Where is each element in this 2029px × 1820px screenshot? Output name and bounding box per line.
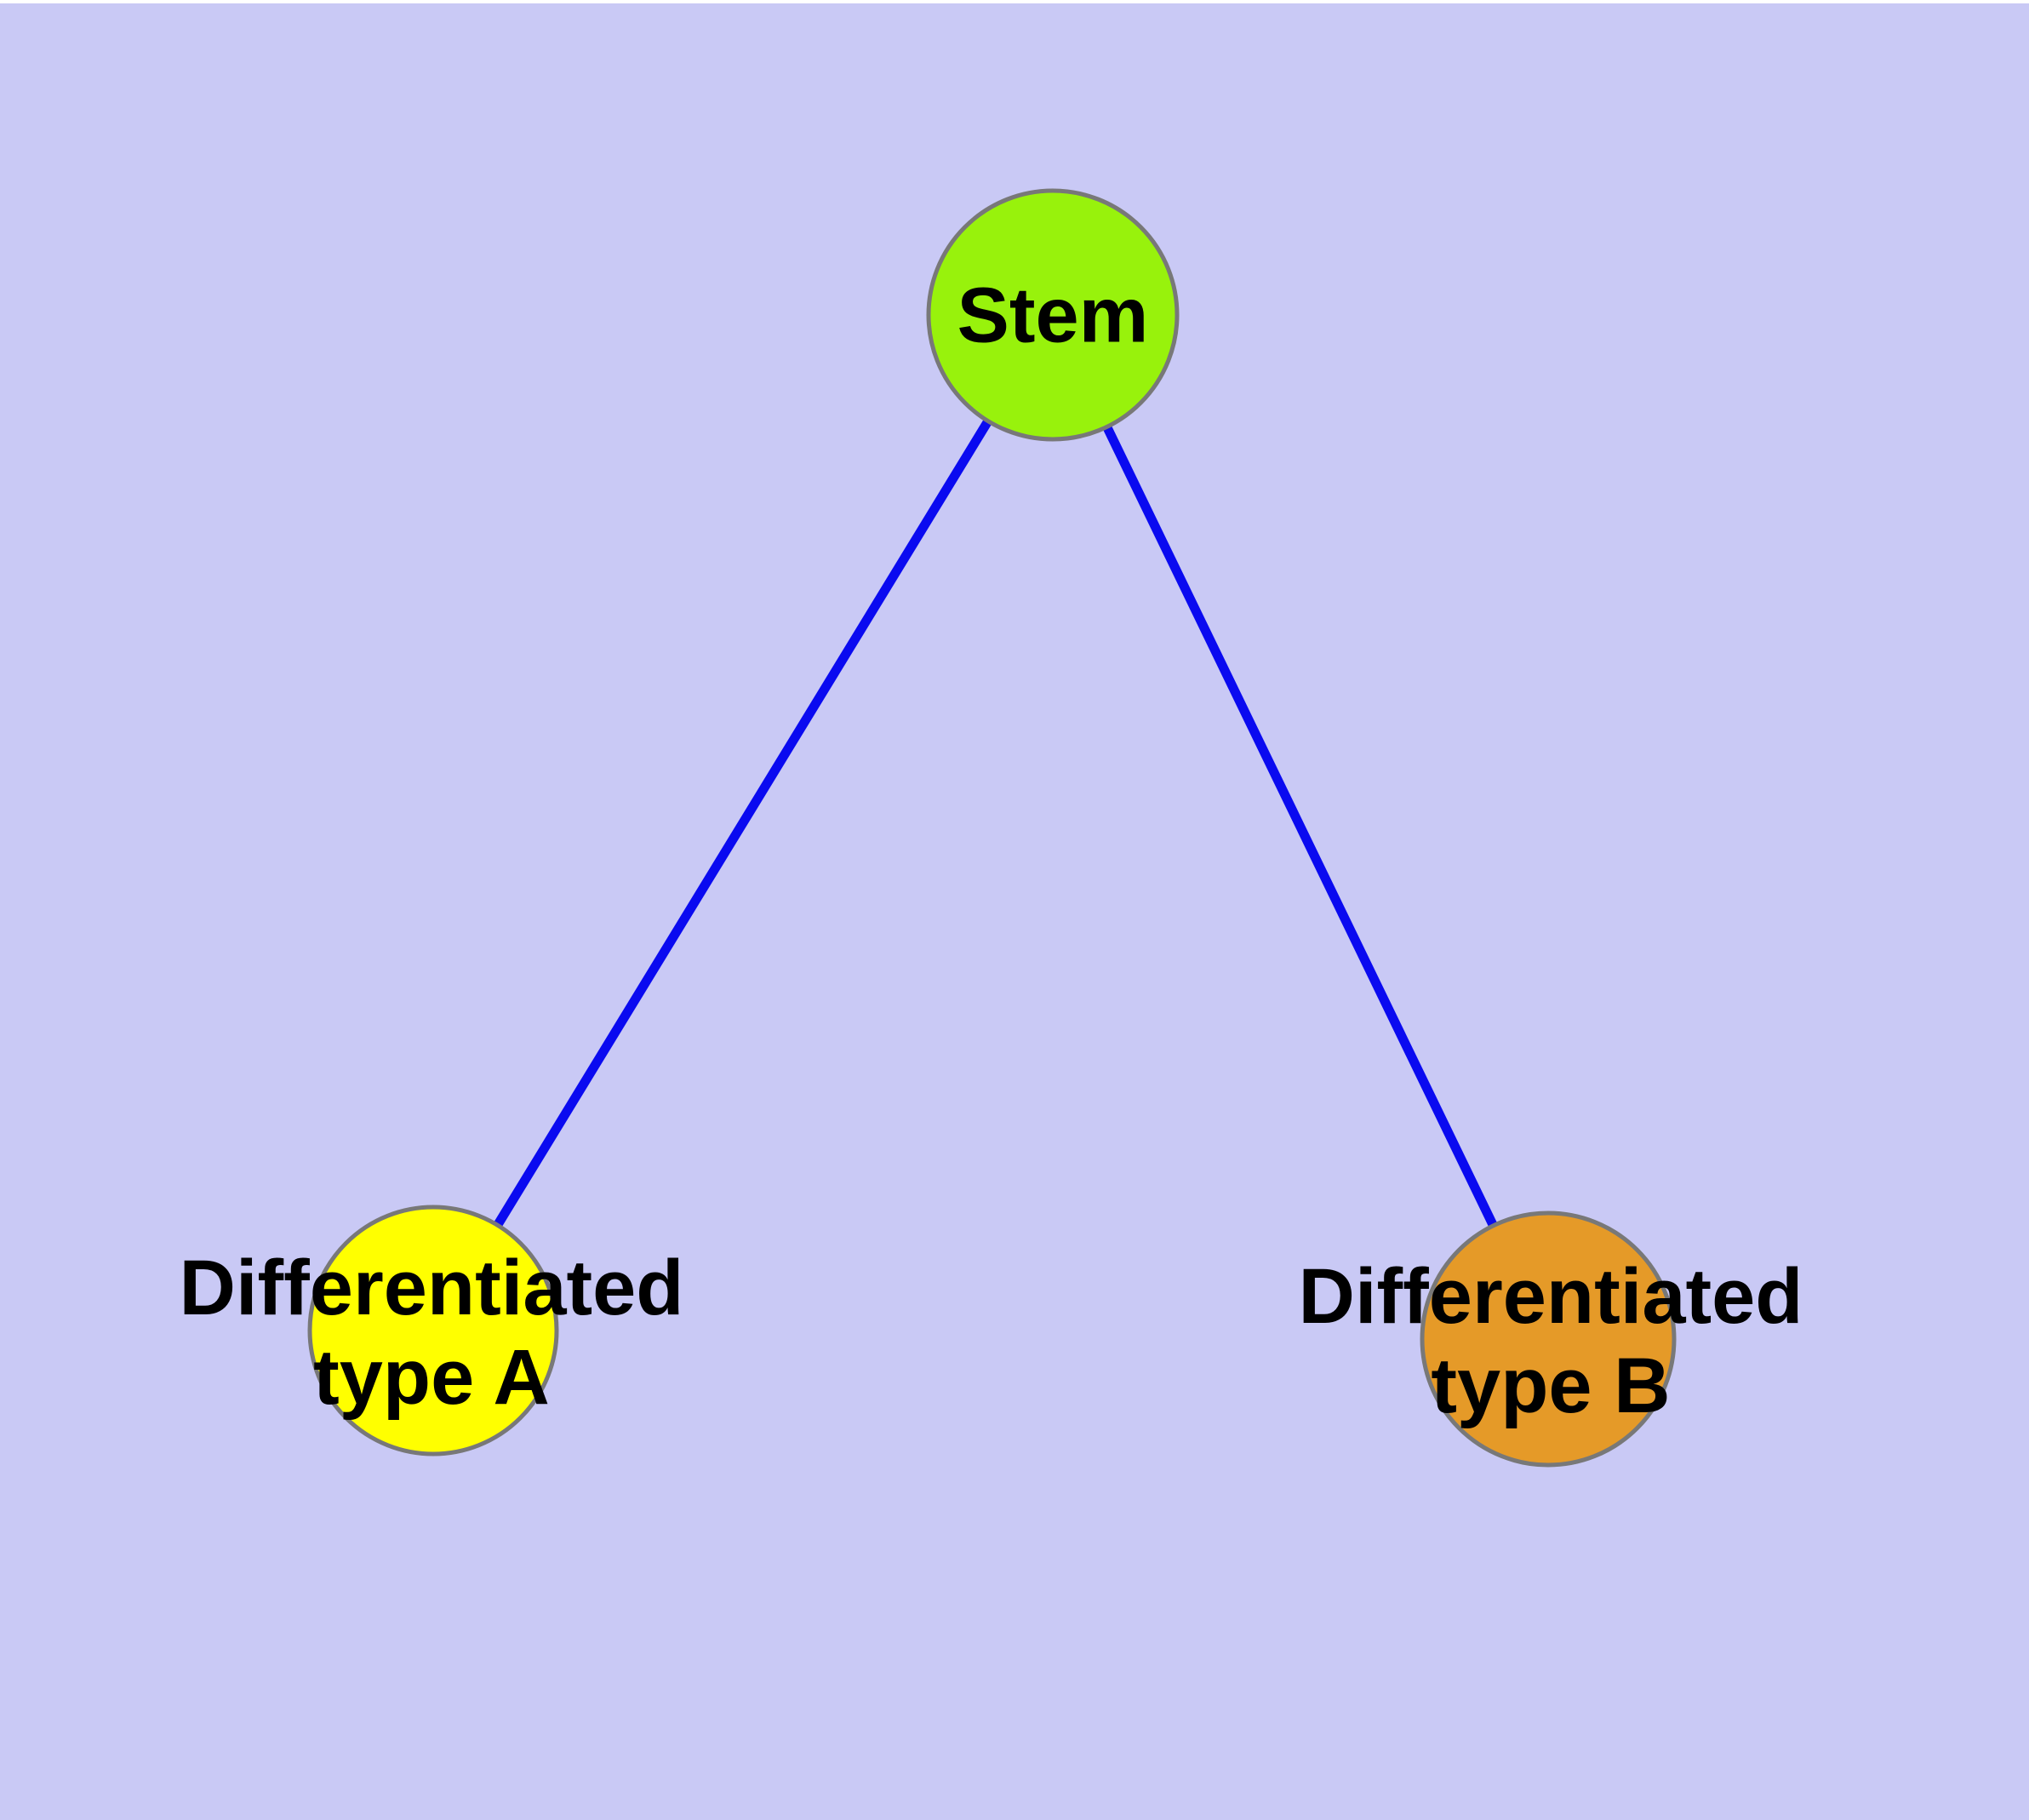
node-differentiated-type-b[interactable] <box>1420 1210 1677 1468</box>
edge-stem-to-type-a[interactable] <box>429 312 1057 1333</box>
node-stem[interactable] <box>926 188 1180 442</box>
edge-stem-to-type-b[interactable] <box>1049 312 1552 1342</box>
node-differentiated-type-a[interactable] <box>307 1205 559 1457</box>
